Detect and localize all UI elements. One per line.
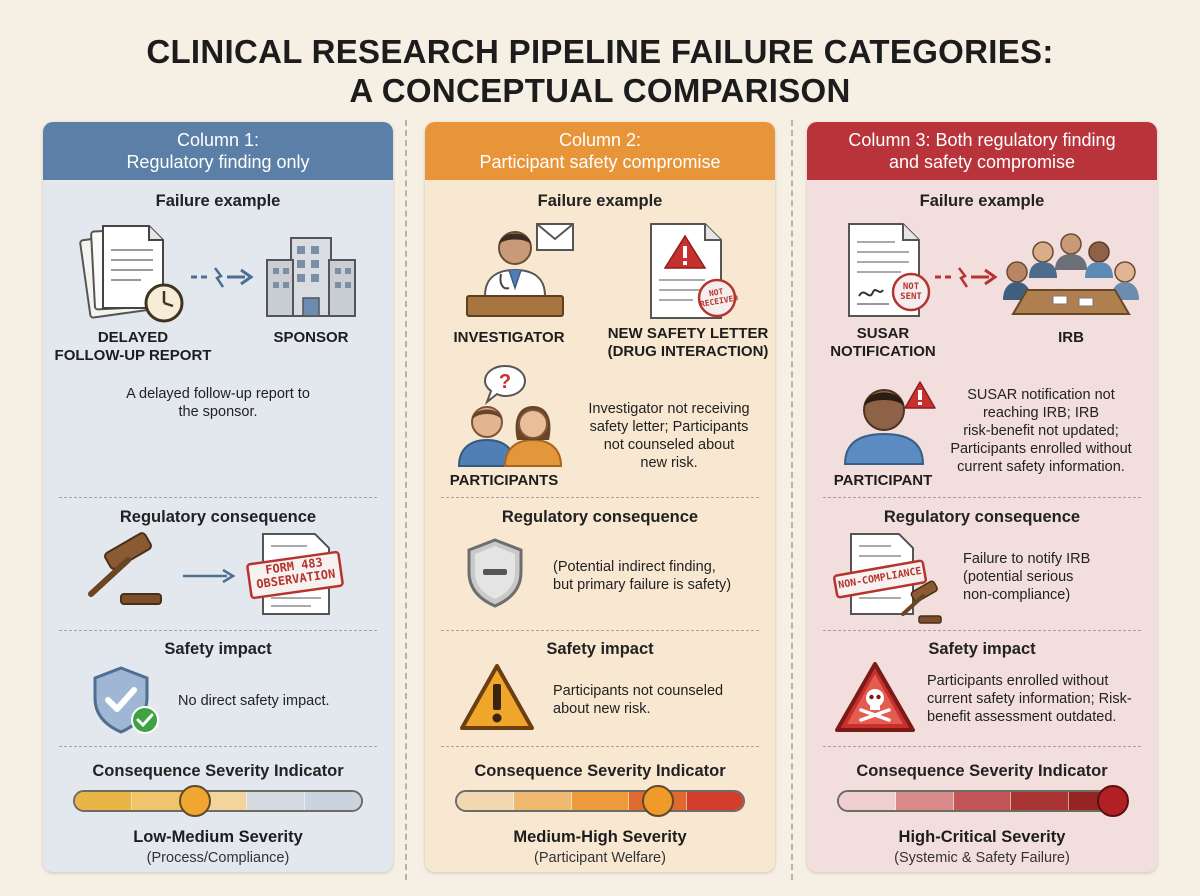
form-icon: [246, 533, 344, 615]
title-line-1: CLINICAL RESEARCH PIPELINE FAILURE CATEG…: [146, 33, 1054, 70]
section-divider: [59, 746, 377, 747]
safety-impact-title: Safety impact: [164, 640, 272, 658]
column-3-header: Column 3: Both regulatory finding and sa…: [807, 122, 1157, 180]
gavel-icon: [88, 532, 162, 605]
severity-knob: [178, 785, 211, 817]
safety-description: No direct safety impact.: [178, 693, 330, 709]
column-1-header: Column 1: Regulatory finding only: [43, 122, 393, 180]
severity-knob: [1096, 785, 1129, 817]
severity-knob: [642, 785, 674, 817]
column-2: Column 2: Participant safety compromise …: [425, 122, 775, 872]
severity-label: High-Critical Severity: [898, 828, 1066, 846]
participants-label: PARTICIPANTS: [449, 472, 559, 489]
section-divider: [441, 746, 759, 747]
section-divider: [59, 630, 377, 631]
broken-arrow-icon: [935, 267, 998, 288]
sponsor-label: SPONSOR: [273, 329, 349, 346]
right-arrow-icon: [183, 568, 236, 584]
severity-indicator-title: Consequence Severity Indicator: [92, 762, 344, 780]
meeting-icon: [1003, 233, 1139, 315]
regulatory-consequence-title: Regulatory consequence: [883, 508, 1081, 526]
participant-label: PARTICIPANT: [833, 472, 933, 489]
investigator-label: INVESTIGATOR: [453, 329, 565, 346]
susar-notification-label: SUSAR NOTIFICATION: [830, 325, 936, 360]
severity-subtitle: (Process/Compliance): [146, 850, 290, 866]
gavel-icon: [901, 580, 942, 624]
column-divider-2: [791, 120, 793, 880]
title-line-2: A CONCEPTUAL COMPARISON: [349, 72, 851, 109]
severity-label: Low-Medium Severity: [133, 828, 303, 846]
column-3: Column 3: Both regulatory finding and sa…: [807, 122, 1157, 872]
participants-icon: [457, 406, 563, 467]
severity-indicator-title: Consequence Severity Indicator: [474, 762, 726, 780]
shield-minus-icon: [467, 538, 523, 608]
column-1: Column 1: Regulatory finding only Failur…: [43, 122, 393, 872]
regulatory-description: Failure to notify IRB (potential serious…: [963, 551, 1091, 603]
alert-document-icon: [650, 223, 737, 319]
severity-bar: [73, 790, 363, 812]
building-icon: [266, 237, 356, 317]
safety-description: Participants enrolled without current sa…: [927, 673, 1132, 725]
severity-indicator-title: Consequence Severity Indicator: [856, 762, 1108, 780]
section-divider: [823, 746, 1141, 747]
documents-icon: [79, 225, 164, 319]
shield-check-icon: [93, 666, 159, 734]
section-divider: [59, 497, 377, 498]
severity-subtitle: (Systemic & Safety Failure): [894, 850, 1070, 866]
irb-label: IRB: [1058, 329, 1084, 346]
failure-description: A delayed follow-up report to the sponso…: [126, 386, 310, 420]
non-compliance-document-icon: [832, 533, 928, 615]
page-title: CLINICAL RESEARCH PIPELINE FAILURE CATEG…: [0, 32, 1200, 110]
regulatory-description: (Potential indirect finding, but primary…: [553, 559, 732, 593]
alert-icon: [904, 381, 936, 409]
regulatory-consequence-title: Regulatory consequence: [119, 508, 317, 526]
warning-icon: [460, 664, 534, 730]
clock-icon: [144, 283, 184, 323]
question-bubble-icon: ?: [483, 364, 527, 406]
svg-text:?: ?: [499, 371, 511, 393]
person-icon: [843, 389, 925, 465]
section-divider: [441, 630, 759, 631]
broken-arrow-icon: [191, 267, 254, 288]
skull-warning-icon: [835, 662, 915, 732]
column-2-header: Column 2: Participant safety compromise: [425, 122, 775, 180]
safety-impact-title: Safety impact: [928, 640, 1036, 658]
section-divider: [823, 497, 1141, 498]
section-divider: [823, 630, 1141, 631]
severity-label: Medium-High Severity: [513, 828, 687, 846]
failure-description: Investigator not receiving safety letter…: [588, 401, 750, 471]
severity-bar: [455, 790, 745, 812]
severity-bar: [837, 790, 1127, 812]
failure-example-title: Failure example: [919, 192, 1045, 210]
safety-description: Participants not counseled about new ris…: [553, 683, 724, 717]
section-divider: [441, 497, 759, 498]
signed-document-icon: [848, 223, 931, 317]
failure-description: SUSAR notification not reaching IRB; IRB…: [950, 387, 1132, 475]
doctor-icon: [466, 231, 564, 317]
delayed-report-label: DELAYED FOLLOW-UP REPORT: [54, 329, 212, 364]
regulatory-consequence-title: Regulatory consequence: [501, 508, 699, 526]
column-divider-1: [405, 120, 407, 880]
envelope-icon: [536, 223, 574, 251]
safety-impact-title: Safety impact: [546, 640, 654, 658]
failure-example-title: Failure example: [155, 192, 281, 210]
not-sent-stamp: NOT SENT: [900, 282, 922, 302]
failure-example-title: Failure example: [537, 192, 663, 210]
safety-letter-label: NEW SAFETY LETTER (DRUG INTERACTION): [607, 325, 769, 360]
severity-subtitle: (Participant Welfare): [534, 850, 666, 866]
